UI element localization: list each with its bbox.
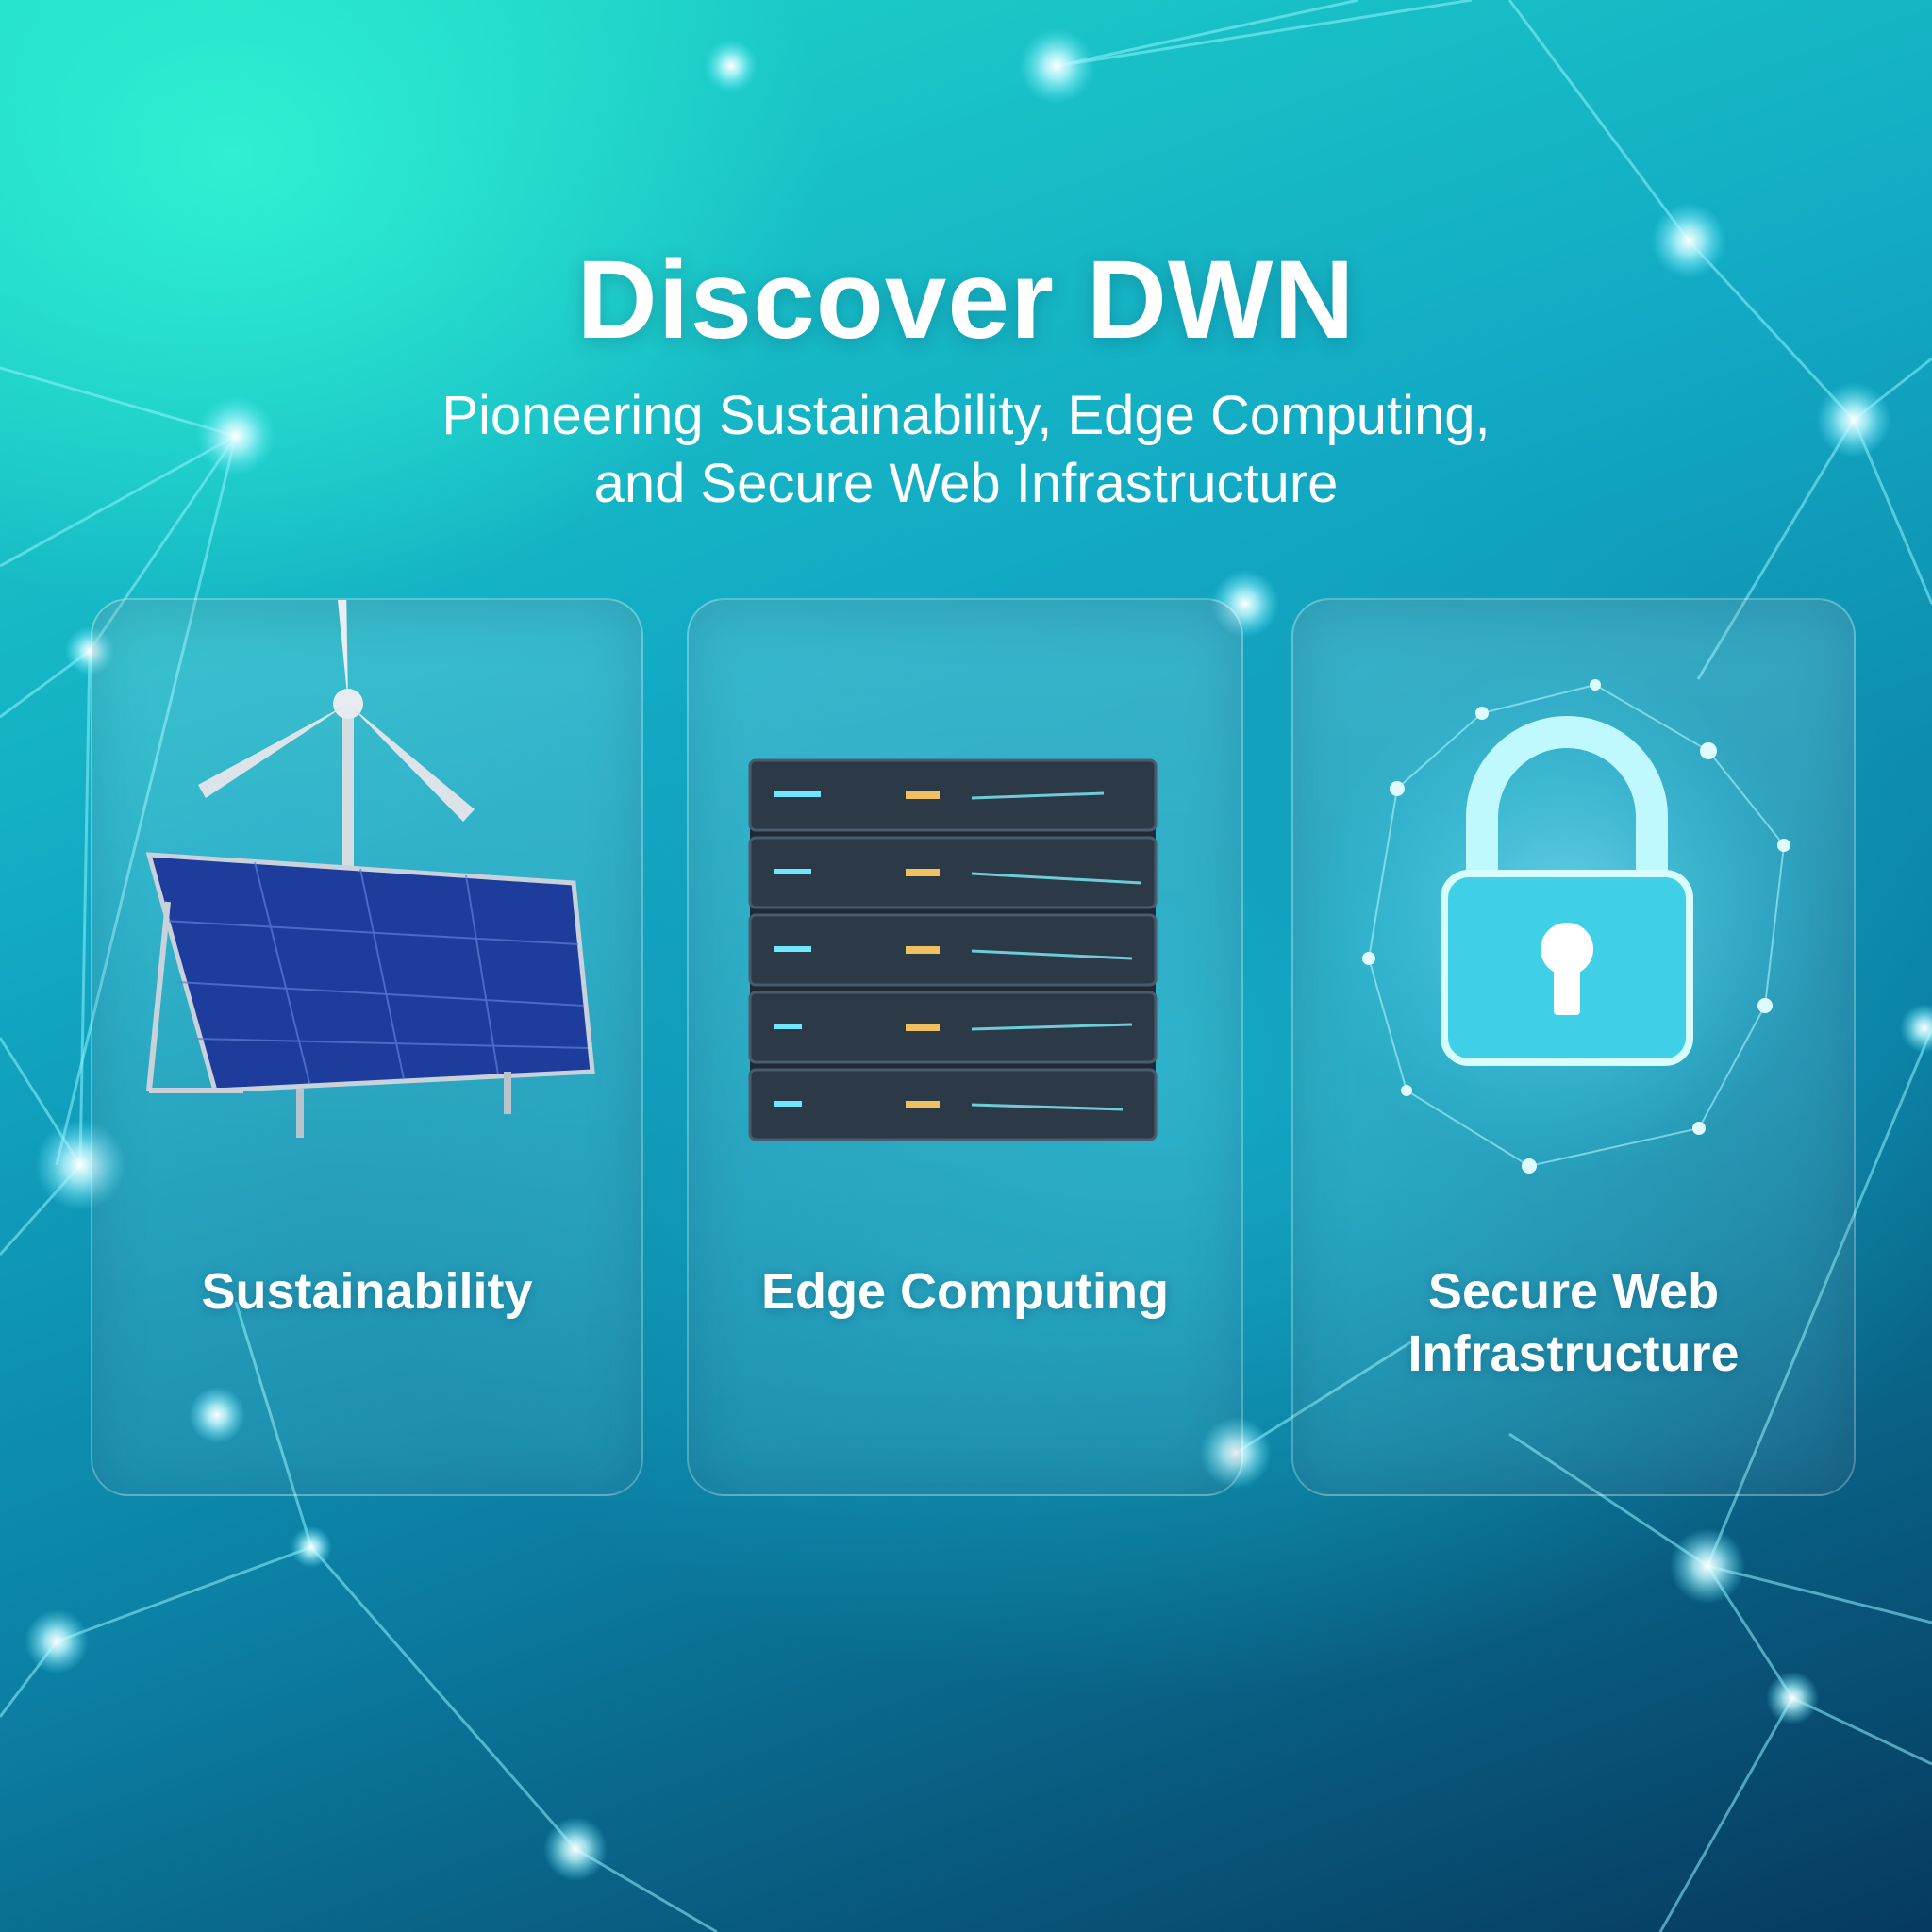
- page-subtitle: Pioneering Sustainability, Edge Computin…: [0, 382, 1932, 518]
- sustainability-card[interactable]: Sustainability: [91, 598, 643, 1496]
- sustainability-label: Sustainability: [201, 1263, 533, 1320]
- edge-computing-label: Edge Computing: [761, 1263, 1169, 1320]
- secure-web-infrastructure-label: Secure Web Infrastructure: [1407, 1263, 1740, 1382]
- solar-wind-icon: [145, 600, 595, 1138]
- page-title: Discover DWN: [576, 238, 1356, 362]
- server-rack-icon: [748, 758, 1158, 1141]
- padlock-icon: [1312, 666, 1822, 1175]
- subtitle-line-1: Pioneering Sustainability, Edge Computin…: [441, 385, 1491, 446]
- subtitle-line-2: and Secure Web Infrastructure: [593, 453, 1339, 514]
- edge-computing-card[interactable]: Edge Computing: [687, 598, 1243, 1496]
- secure-web-infrastructure-card[interactable]: Secure Web Infrastructure: [1291, 598, 1856, 1496]
